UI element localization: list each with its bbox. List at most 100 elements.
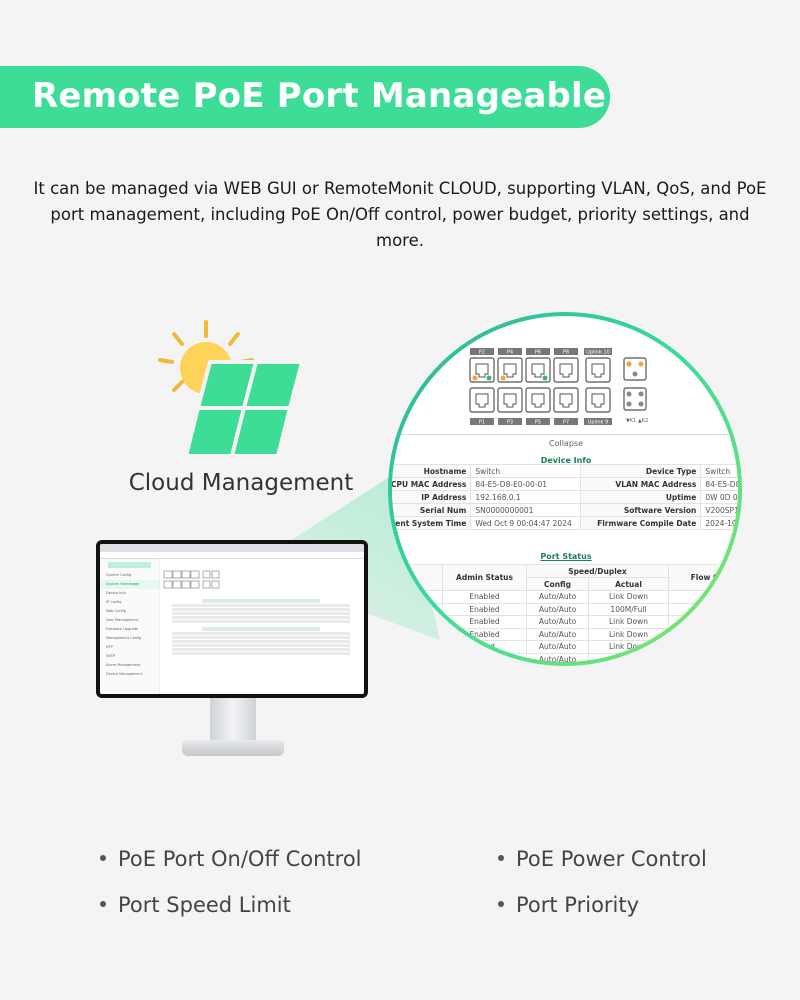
info-value: 0W 0D 00H:04M: <box>700 490 738 504</box>
mini-main-content <box>162 559 360 694</box>
mini-row <box>172 620 350 623</box>
actual-header: Actual <box>588 577 669 591</box>
mini-row <box>172 640 350 643</box>
browser-url-bar <box>100 552 364 559</box>
info-key: Hostname <box>392 464 472 478</box>
info-value: SN0000000001 <box>470 503 582 517</box>
port-actual-cell: Link Down <box>588 627 669 641</box>
info-key: Uptime <box>580 490 702 504</box>
port-label: P4 <box>507 350 513 356</box>
mini-row <box>172 652 350 655</box>
mini-sidebar-item[interactable]: User Management <box>106 618 139 622</box>
mini-sidebar-item[interactable]: Web Config <box>106 609 126 613</box>
feature-label: Port Speed Limit <box>118 893 291 917</box>
port-admin-cell: Enabled <box>442 627 527 641</box>
port-cell <box>392 652 443 662</box>
feature-label: PoE Power Control <box>516 847 707 871</box>
mini-sidebar-item[interactable]: Alarm Management <box>106 663 141 667</box>
port-config-cell: Auto/Auto <box>526 602 589 616</box>
port-cell <box>392 640 443 654</box>
flow-control-header: Flow Contr <box>668 564 738 591</box>
port-row: Auto/Auto <box>392 652 738 662</box>
port-label: P5 <box>535 420 541 426</box>
mini-row <box>172 616 350 619</box>
feature-item: PoE Port On/Off Control <box>100 847 362 871</box>
mini-sidebar-item[interactable]: System Homepage <box>100 580 159 589</box>
port-flow-cell <box>668 652 738 662</box>
info-value: Switch <box>470 464 582 478</box>
bullet-dot <box>100 855 106 861</box>
mini-sidebar-item[interactable]: Device Info <box>106 591 126 595</box>
mini-sidebar-item[interactable]: System Config <box>106 573 132 577</box>
port-panel-diagram: P2 P4 P6 P8 Uplink 10 P1 P3 P5 P7 Uplink… <box>469 348 648 426</box>
port-flow-cell: Disab <box>668 590 738 604</box>
mini-row <box>172 604 350 607</box>
mini-row <box>172 648 350 651</box>
browser-tab-bar <box>100 544 364 552</box>
mini-section-head <box>202 627 320 631</box>
port-admin-cell: Enabled <box>442 590 527 604</box>
info-value: 2024-10-09 11:0 <box>700 516 738 530</box>
port-actual-cell <box>588 652 669 662</box>
info-value: 84-E5-D8-E0-00-01 <box>470 477 582 491</box>
port-admin-cell: Enabled <box>442 615 527 629</box>
info-value: V200SP10241009 <box>700 503 738 517</box>
port-flow-cell <box>668 627 738 641</box>
mini-sidebar-item[interactable]: Management Config <box>106 636 142 640</box>
info-key: VLAN MAC Address <box>580 477 702 491</box>
port-cell <box>392 627 443 641</box>
port-admin-cell: Enabled <box>442 602 527 616</box>
zoomed-ui: P2 P4 P6 P8 Uplink 10 P1 P3 P5 P7 Uplink… <box>392 316 738 662</box>
port-flow-cell <box>668 615 738 629</box>
feature-label: Port Priority <box>516 893 640 917</box>
port-status-title[interactable]: Port Status <box>540 552 592 561</box>
port-label: P3 <box>507 420 513 426</box>
port-admin-cell <box>442 652 527 662</box>
port-status-table: Admin Status Speed/Duplex Flow Contr Con… <box>392 564 738 662</box>
bullet-dot <box>498 855 504 861</box>
mini-row <box>172 644 350 647</box>
mini-sidebar-item[interactable]: SNTP <box>106 654 116 658</box>
collapse-toggle[interactable]: Collapse <box>392 434 738 448</box>
feature-item: Port Priority <box>498 893 639 917</box>
info-value: Wed Oct 9 00:04:47 2024 <box>470 516 582 530</box>
info-key: Serial Num <box>392 503 472 517</box>
port-label: Uplink 9 <box>588 420 608 426</box>
mini-row <box>172 608 350 611</box>
monitor-stand-base <box>182 740 284 756</box>
port-config-cell: Auto/Auto <box>526 627 589 641</box>
mini-sidebar-item[interactable]: Firmware Upgrade <box>106 627 139 631</box>
port-flow-cell: D <box>668 602 738 616</box>
device-info-title[interactable]: Device Info <box>540 456 592 465</box>
port-label: P1 <box>479 420 485 426</box>
port-flow-cell <box>668 640 738 654</box>
info-key: CPU MAC Address <box>392 477 472 491</box>
port-actual-cell: Link Down <box>588 590 669 604</box>
config-header: Config <box>526 577 589 591</box>
mini-logo <box>108 562 151 568</box>
feature-item: PoE Power Control <box>498 847 707 871</box>
port-cell <box>392 590 443 604</box>
mini-sidebar-item[interactable]: IP Config <box>106 600 122 604</box>
mini-port-diagram <box>163 570 220 589</box>
bullet-dot <box>100 901 106 907</box>
port-legend: ▼K1 ▲K2 <box>626 418 648 424</box>
mini-sidebar-item[interactable]: Device Management <box>106 672 143 676</box>
port-label: P2 <box>479 350 485 356</box>
mini-sidebar-item[interactable]: NTP <box>106 645 113 649</box>
info-value: 84-E5-D8-E0-00-0 <box>700 477 738 491</box>
info-key: Device Type <box>580 464 702 478</box>
port-cell <box>392 615 443 629</box>
